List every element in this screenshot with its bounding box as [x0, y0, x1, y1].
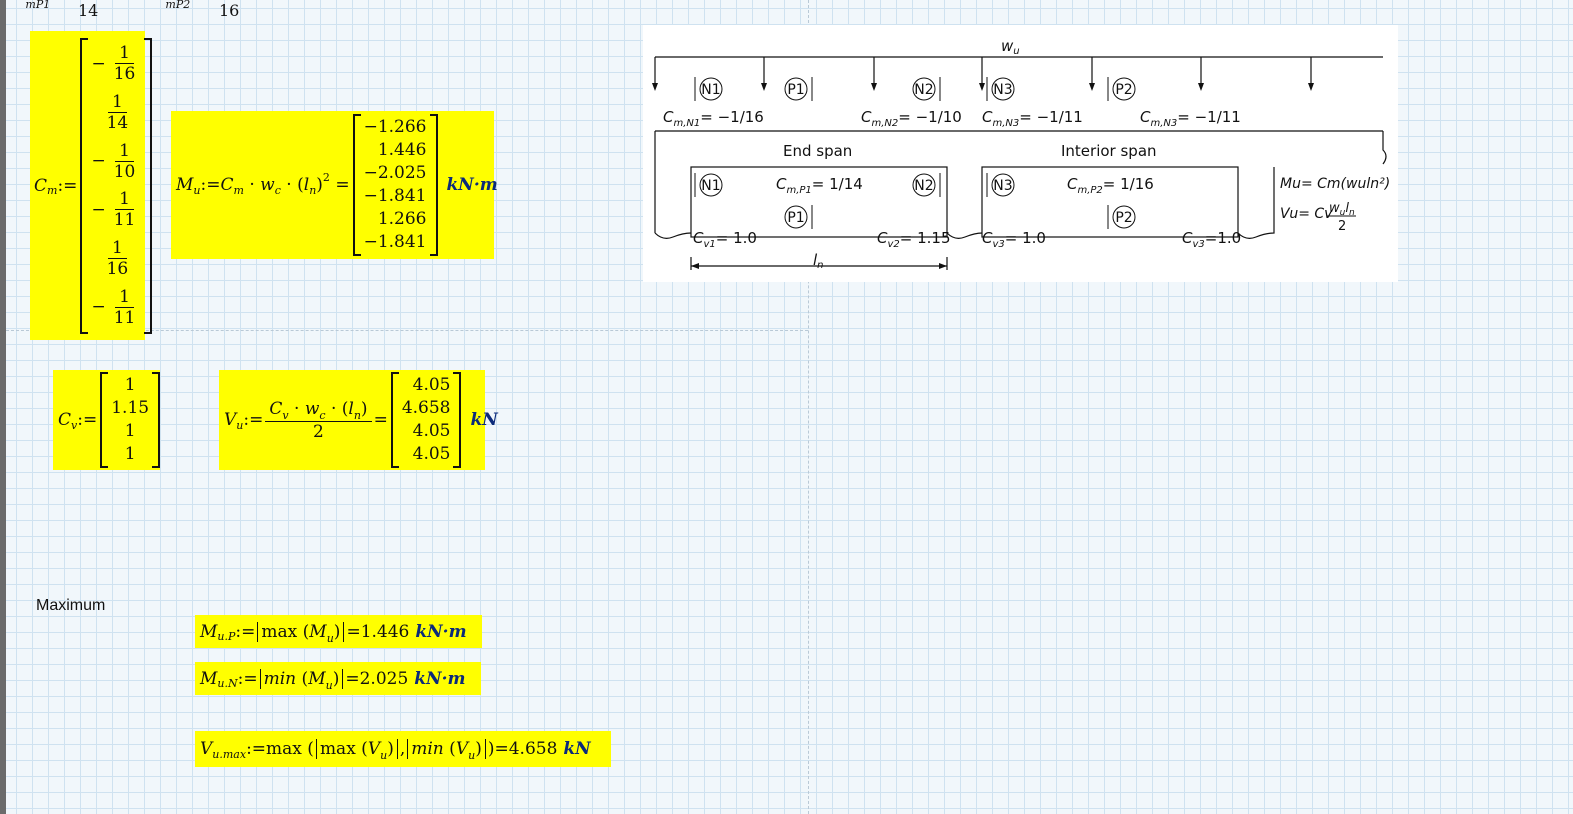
svg-text:N1: N1 [701, 178, 720, 194]
mun-result: 2.025 [359, 668, 409, 689]
cv3-label: Cv3= 1.0 [982, 229, 1046, 250]
cm-p1-label: Cm,P1= 1/14 [776, 175, 863, 196]
vu-value: 4.05 [412, 421, 451, 441]
formula-mu: Mu= Cm(wuln²) [1280, 176, 1390, 192]
svg-text:N2: N2 [914, 178, 933, 194]
vu-matrix-column: 4.05 4.658 4.05 4.05 [399, 372, 454, 468]
cv-value: 1.15 [111, 398, 150, 418]
vu-value: 4.05 [412, 375, 451, 395]
cm-n2-label: Cm,N2= −1/10 [861, 108, 962, 129]
cm-n1-label: Cm,N1= −1/16 [663, 108, 764, 129]
interior-span-label: Interior span [1061, 142, 1157, 160]
cm-lhs: C [34, 175, 48, 196]
node-n1: N1 [701, 82, 720, 98]
mu-matrix: −1.266 1.446 −2.025 −1.841 1.266 −1.841 [352, 114, 438, 256]
beam-diagram[interactable]: N1 P1 N2 N3 P2 N1 N2 N3 P1 P2 wu Cm,N1= … [643, 25, 1398, 282]
svg-text:wuln: wuln [1329, 201, 1355, 218]
mup-result: 1.446 [360, 621, 410, 642]
node-p1: P1 [787, 82, 804, 98]
node-p2: P2 [1115, 82, 1132, 98]
maximum-label: Maximum [36, 597, 106, 614]
svg-text:N3: N3 [993, 178, 1012, 194]
page-break-horizontal [6, 330, 808, 331]
mu-value: 1.446 [377, 140, 427, 160]
vu-matrix: 4.05 4.658 4.05 4.05 [390, 372, 462, 468]
cv1-label: Cv1= 1.0 [693, 229, 757, 250]
cv-value: 1 [124, 421, 136, 441]
svg-text:P2: P2 [1115, 210, 1132, 226]
svg-text:P1: P1 [787, 210, 804, 226]
cv-value: 1 [124, 444, 136, 464]
wu-label: wu [1001, 37, 1020, 57]
cm-n3-label: Cm,N3= −1/11 [982, 108, 1083, 129]
mu-value: −2.025 [363, 163, 427, 183]
mu-unit: kN·m [446, 175, 498, 195]
cv-matrix-column: 1 1.15 1 1 [108, 372, 152, 468]
mu-value: −1.266 [363, 117, 427, 137]
page-break-vertical [808, 0, 809, 814]
node-n3: N3 [993, 82, 1012, 98]
cv-matrix: 1 1.15 1 1 [100, 372, 161, 468]
cm-p2-label: Cm,P2= 1/16 [1067, 175, 1154, 196]
node-n2: N2 [914, 82, 933, 98]
formula-vu: Vu= Cv [1280, 206, 1333, 222]
mu-matrix-column: −1.266 1.446 −2.025 −1.841 1.266 −1.841 [361, 114, 430, 256]
vumax-result: 4.658 [508, 739, 558, 759]
cm-n3b-label: Cm,N3= −1/11 [1140, 108, 1241, 129]
top-fragment-left-den: 14 [78, 1, 99, 20]
top-fragment-right: =mP2 [152, 0, 191, 11]
cv-value: 1 [124, 375, 136, 395]
mu-value: 1.266 [377, 209, 427, 229]
top-fragment-right-den: 16 [219, 1, 240, 20]
cv3b-label: Cv3=1.0 [1182, 229, 1241, 250]
vu-value: 4.05 [412, 444, 451, 464]
ln-label: ln [813, 251, 824, 271]
assign-op: := [57, 175, 78, 196]
left-margin-bar [0, 0, 6, 814]
mu-value: −1.841 [363, 186, 427, 206]
vu-value: 4.658 [401, 398, 451, 418]
cv2-label: Cv2= 1.15 [877, 229, 951, 250]
svg-text:2: 2 [1338, 219, 1346, 234]
vu-unit: kN [470, 410, 498, 430]
end-span-label: End span [783, 142, 852, 160]
top-fragment-left: =mP1 [12, 0, 51, 11]
vu-fraction: Cv · wc · (ln) 2 [265, 399, 372, 442]
mu-value: −1.841 [363, 232, 427, 252]
